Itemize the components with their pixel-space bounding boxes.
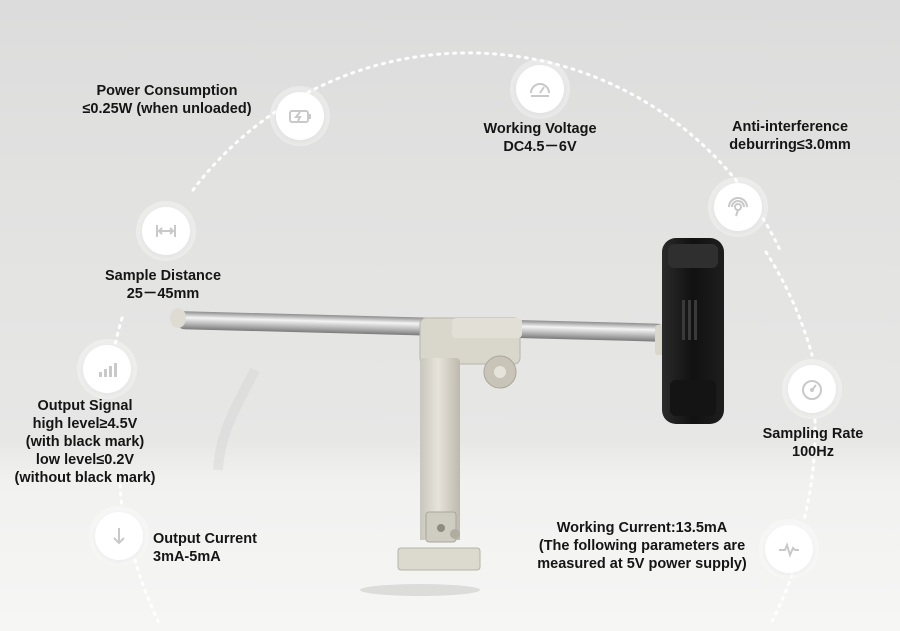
anti-interference-value: deburring≤3.0mm [729,137,851,153]
output-signal-line4: (without black mark) [14,470,156,486]
anti-interference-label: Anti-interference deburring≤3.0mm [712,118,868,154]
sampling-rate-title: Sampling Rate [762,426,864,442]
dotted-arc [191,51,782,252]
speedometer-icon [788,365,836,413]
battery-charging-icon [276,92,324,140]
sampling-rate-label: Sampling Rate 100Hz [744,425,882,461]
anti-interference-title: Anti-interference [731,119,849,135]
dotted-arc-left-lower [118,483,124,510]
voltage-title: Working Voltage [483,121,597,137]
dotted-arc-right-lower [802,418,817,522]
dotted-arc-right [764,250,814,357]
dotted-arc-right-bottom [768,573,794,627]
signal-bars-icon [83,345,131,393]
output-current-value: 3mA-5mA [153,549,221,565]
power-consumption-label: Power Consumption ≤0.25W (when unloaded) [74,82,260,118]
output-signal-line3: low level≤0.2V [35,452,135,468]
sampling-rate-value: 100Hz [792,444,834,460]
voltage-value: DC4.5－6V [503,139,577,155]
down-arrow-icon [95,512,143,560]
power-title: Power Consumption [96,83,238,99]
dotted-arc-left-bottom [133,558,162,627]
dotted-arc-left [111,316,124,357]
distance-arrows-icon [142,207,190,255]
output-signal-title: Output Signal [37,398,133,414]
power-value: ≤0.25W (when unloaded) [82,101,252,117]
working-voltage-label: Working Voltage DC4.5－6V [460,120,620,156]
output-signal-line2: (with black mark) [25,434,145,450]
output-current-title: Output Current [153,531,257,547]
working-current-line1: (The following parameters are [538,538,746,554]
distance-value: 25－45mm [126,286,200,302]
output-current-label: Output Current 3mA-5mA [153,530,293,566]
fingerprint-signal-icon [714,183,762,231]
working-current-title: Working Current:13.5mA [556,520,728,536]
working-current-label: Working Current:13.5mA (The following pa… [520,519,764,573]
working-current-line2: measured at 5V power supply) [537,556,747,572]
pulse-icon [765,525,813,573]
output-signal-line1: high level≥4.5V [32,416,138,432]
sample-distance-label: Sample Distance 25－45mm [88,267,238,303]
output-signal-label: Output Signal high level≥4.5V (with blac… [2,397,168,487]
voltage-gauge-icon [516,65,564,113]
distance-title: Sample Distance [104,268,222,284]
